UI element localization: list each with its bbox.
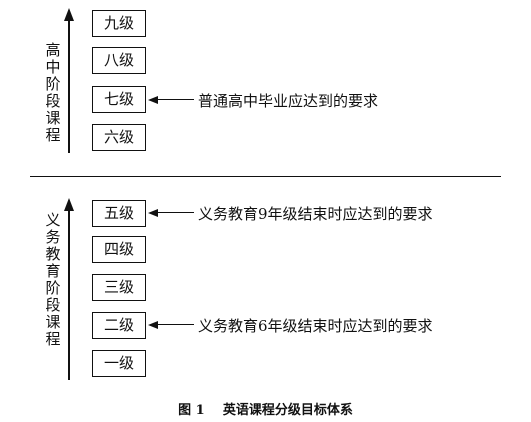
lower-top-note: 义务教育9年级结束时应达到的要求 [198, 205, 433, 223]
lower-top-note-pointer [148, 209, 158, 217]
upper-note-pointer [148, 96, 158, 104]
level-box-4: 四级 [92, 236, 146, 263]
upper-note: 普通高中毕业应达到的要求 [198, 92, 379, 110]
level-box-3: 三级 [92, 274, 146, 301]
lower-bottom-note-pointer [148, 321, 158, 329]
level-box-6: 六级 [92, 124, 146, 151]
level-box-1: 一级 [92, 350, 146, 377]
level-box-5: 五级 [92, 200, 146, 227]
level-box-2: 二级 [92, 312, 146, 339]
section-divider [30, 176, 501, 177]
upper-arrow-head [64, 8, 74, 21]
upper-arrow-line [68, 20, 70, 153]
level-box-8: 八级 [92, 47, 146, 74]
level-box-9: 九级 [92, 10, 146, 37]
level-box-7: 七级 [92, 86, 146, 113]
lower-bottom-note: 义务教育6年级结束时应达到的要求 [198, 317, 433, 335]
lower-arrow-head [64, 198, 74, 211]
figure-caption: 图 1 英语课程分级目标体系 [178, 403, 353, 418]
lower-top-note-line [156, 212, 194, 213]
lower-bottom-note-line [156, 324, 194, 325]
lower-arrow-line [68, 210, 70, 380]
lower-stage-label: 义务教育阶段课程 [45, 211, 61, 348]
upper-note-line [156, 99, 194, 100]
upper-stage-label: 高中阶段课程 [45, 41, 61, 144]
